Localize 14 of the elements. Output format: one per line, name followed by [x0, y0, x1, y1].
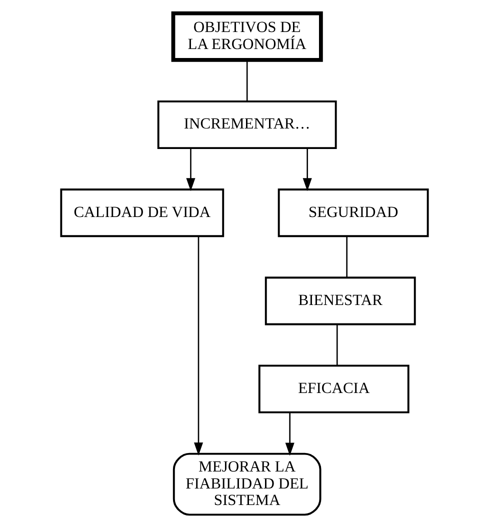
arrow	[186, 148, 196, 192]
connector	[246, 60, 248, 102]
connector	[336, 324, 338, 366]
arrow	[285, 412, 294, 456]
node-box: BIENESTAR	[264, 276, 416, 326]
connector	[346, 236, 348, 278]
node-box: MEJORAR LA FIABILIDAD DEL SISTEMA	[172, 452, 322, 516]
node-box: INCREMENTAR…	[157, 100, 337, 150]
node-box: CALIDAD DE VIDA	[60, 188, 224, 238]
node-box: SEGURIDAD	[278, 188, 429, 238]
arrow	[302, 148, 312, 192]
arrow	[194, 236, 204, 456]
node-box: OBJETIVOS DE LA ERGONOMÍA	[171, 11, 323, 62]
node-box: EFICACIA	[258, 364, 410, 414]
